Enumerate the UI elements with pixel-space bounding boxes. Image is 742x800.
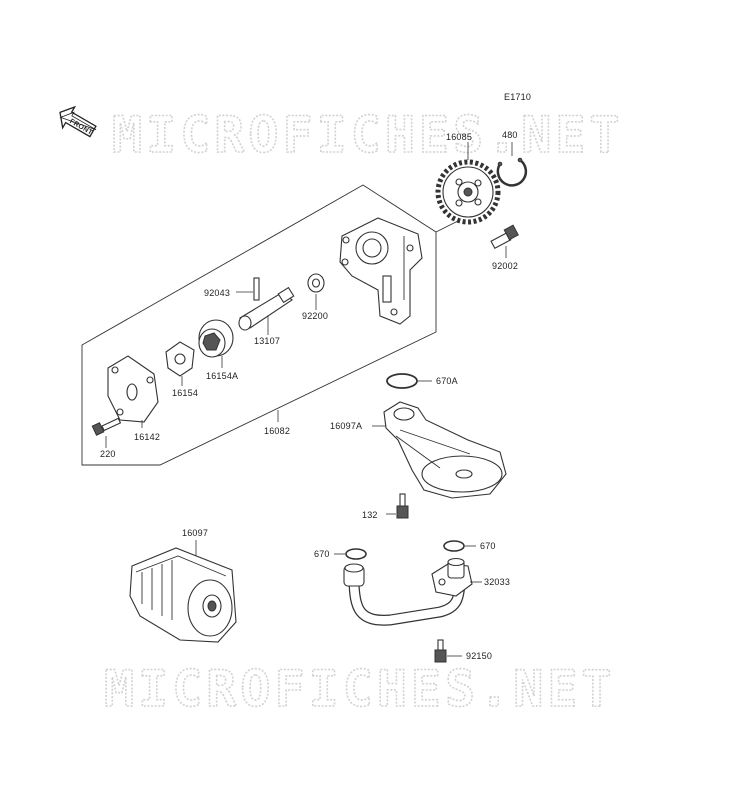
label-16082: 16082	[264, 426, 290, 436]
label-670A: 670A	[436, 376, 458, 386]
label-670-left: 670	[314, 549, 330, 559]
label-92200: 92200	[302, 311, 328, 321]
circlip-480	[496, 157, 528, 187]
label-16154A: 16154A	[206, 371, 238, 381]
pin-92043	[253, 277, 260, 301]
label-16154: 16154	[172, 388, 198, 398]
leader-sprocket-to-pump	[435, 219, 461, 233]
label-16085: 16085	[446, 132, 472, 142]
bolt-92150	[434, 639, 447, 663]
label-16142: 16142	[134, 432, 160, 442]
label-480: 480	[502, 130, 518, 140]
label-13107: 13107	[254, 336, 280, 346]
label-92002: 92002	[492, 261, 518, 271]
o-ring-670-left	[345, 548, 367, 560]
label-670-right: 670	[480, 541, 496, 551]
watermark-bottom: MICROFICHES.NET	[104, 660, 616, 718]
pump-body	[339, 217, 423, 325]
oil-filter-16097	[129, 547, 237, 643]
label-132: 132	[362, 510, 378, 520]
o-ring-670-right	[443, 540, 465, 552]
pump-assembly-outline	[81, 184, 437, 466]
front-arrow-icon: FRONT	[59, 105, 97, 138]
label-220: 220	[100, 449, 116, 459]
watermark-top: MICROFICHES.NET	[112, 106, 624, 164]
bolt-92002	[490, 224, 519, 250]
inner-rotor-16154	[165, 341, 195, 377]
pump-cover-16142	[107, 355, 159, 423]
o-ring-670A	[386, 373, 418, 389]
label-32033: 32033	[484, 577, 510, 587]
label-92043: 92043	[204, 288, 230, 298]
diagram-code: E1710	[504, 92, 531, 102]
outer-rotor-16154A	[198, 319, 234, 358]
label-92150: 92150	[466, 651, 492, 661]
label-16097A: 16097A	[330, 421, 362, 431]
oil-strainer-16097A	[383, 401, 507, 499]
washer-92200	[307, 273, 325, 293]
oil-pipe-32033	[343, 557, 473, 626]
shaft-13107	[238, 286, 295, 331]
sprocket-16085	[435, 159, 501, 225]
label-16097: 16097	[182, 528, 208, 538]
bolt-132	[396, 493, 409, 519]
screw-220	[91, 417, 122, 436]
